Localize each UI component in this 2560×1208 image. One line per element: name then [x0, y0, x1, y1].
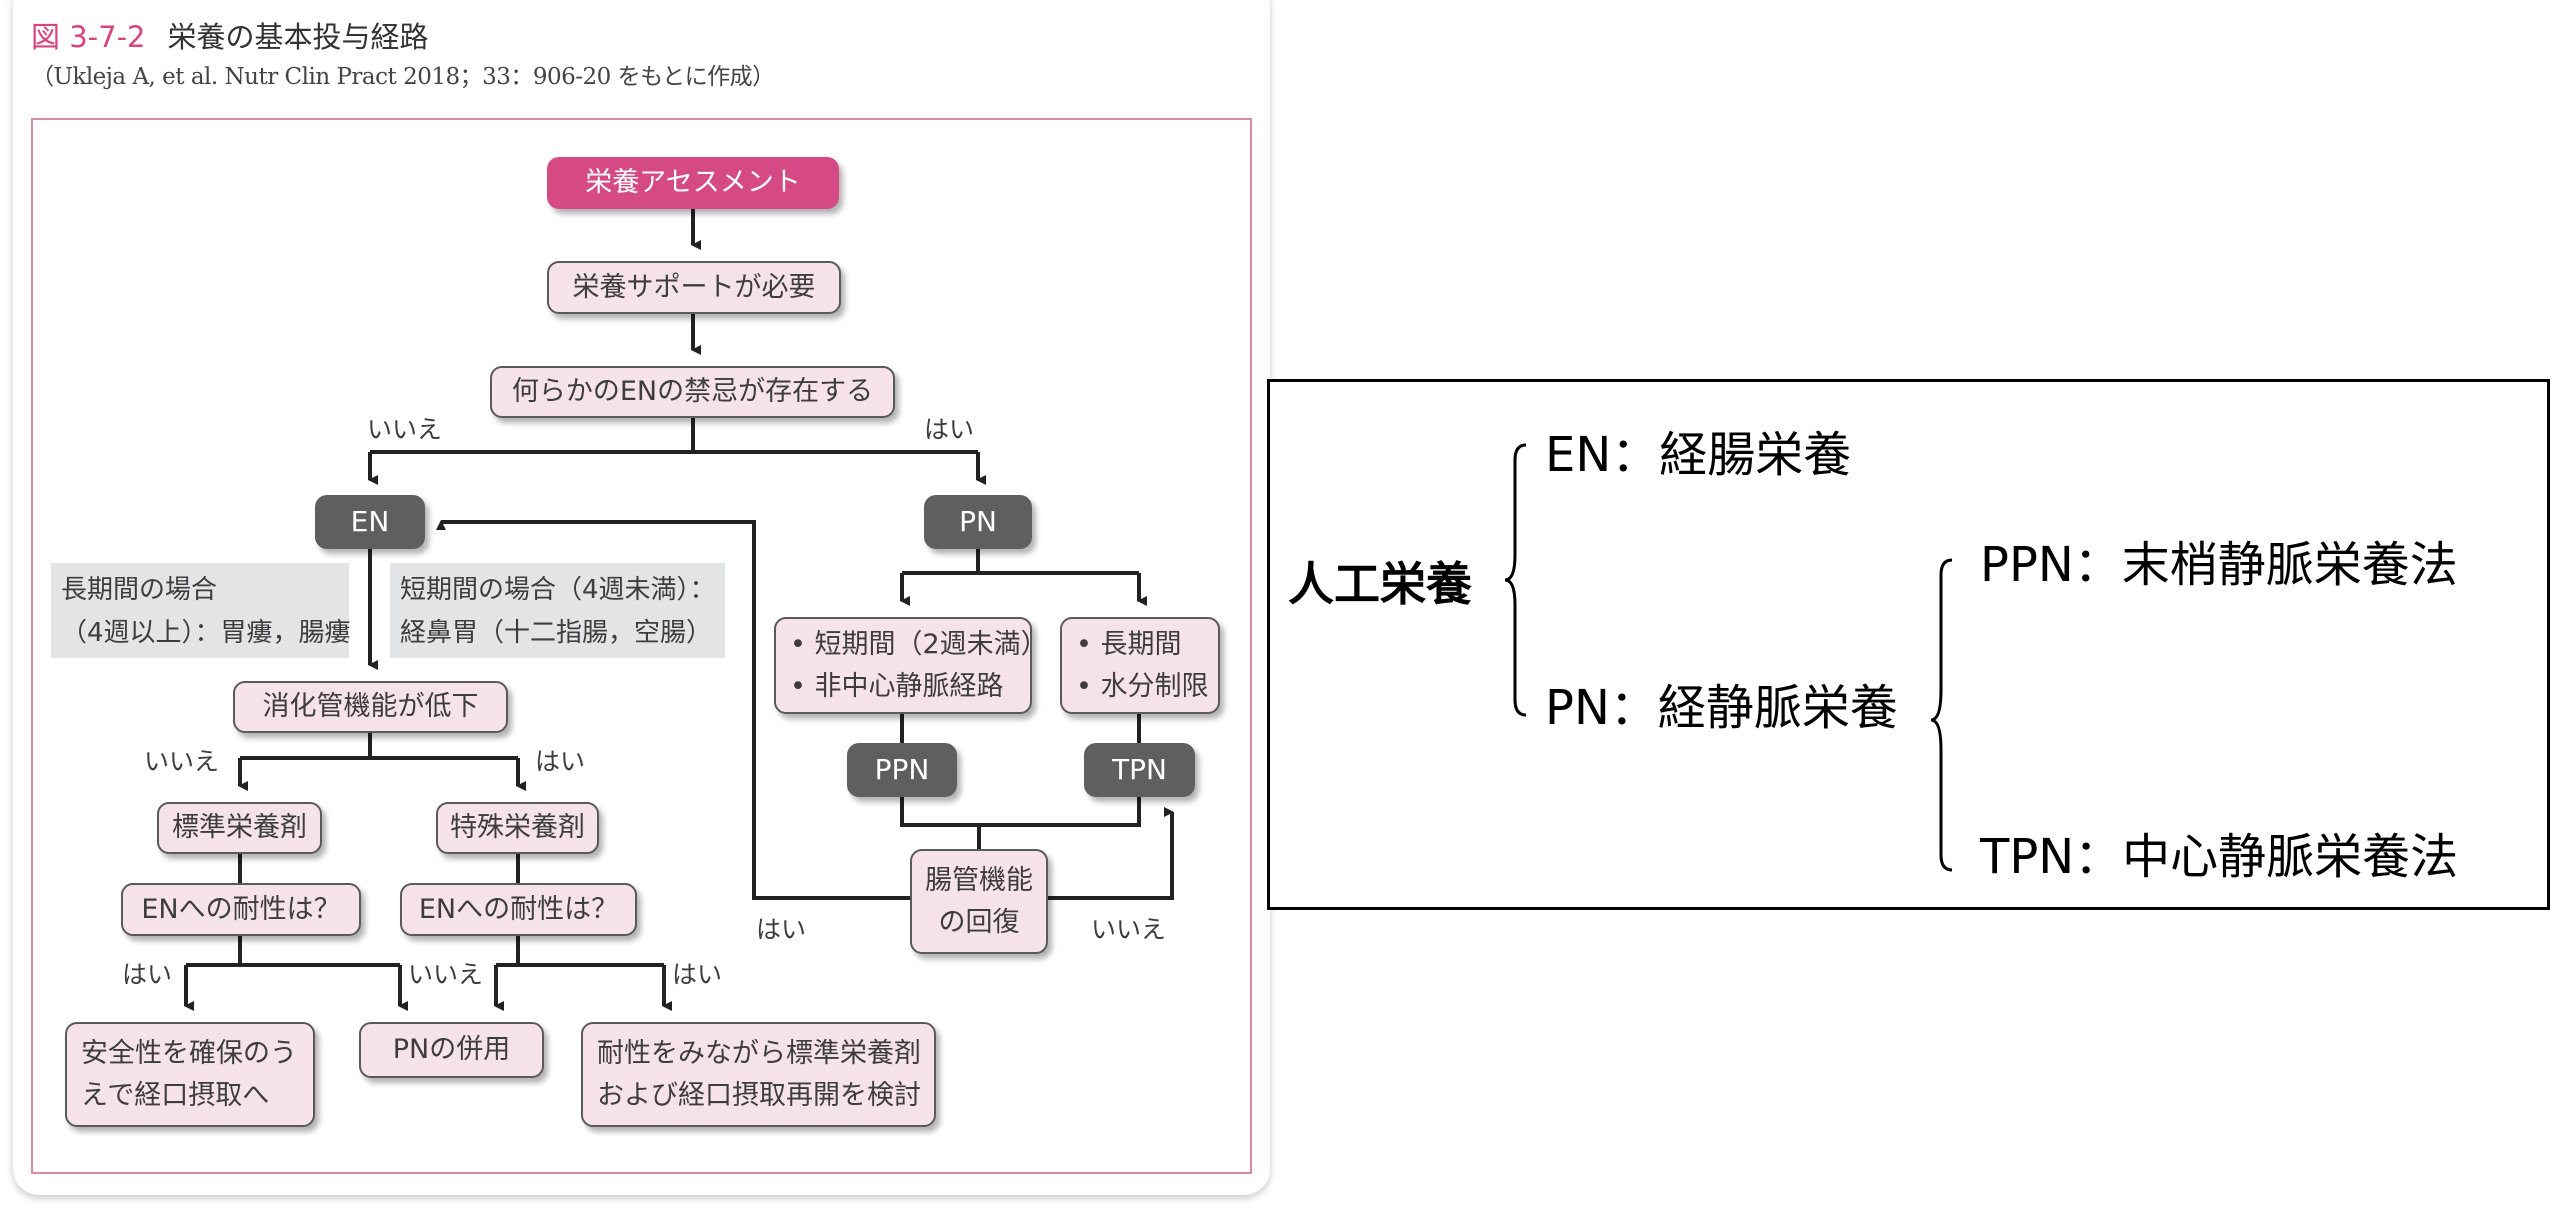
recovery-line2: の回復 [938, 906, 1020, 938]
ppn-criteria-line2: • 非中心静脈経路 [790, 670, 1004, 702]
note-long-term-access: 長期間の場合 （4週以上）：胃瘻，腸瘻 [51, 563, 351, 658]
note-long-term-line2: （4週以上）：胃瘻，腸瘻 [61, 617, 351, 648]
ppn-criteria-line1: • 短期間（2週未満） [790, 628, 1048, 660]
consider-line1: 耐性をみながら標準栄養剤 [597, 1037, 921, 1069]
classification-tpn: TPN：中心静脈栄養法 [1980, 829, 2459, 885]
node-en-tolerance-standard: ENへの耐性は？ [121, 883, 361, 936]
label-contra-yes: はい [924, 415, 975, 444]
oral-line2: えで経口摂取へ [81, 1079, 270, 1111]
tpn-criteria-line2: • 水分制限 [1076, 670, 1209, 702]
figure-source: （Ukleja A, et al. Nutr Clin Pract 2018；3… [31, 64, 775, 90]
label-tol-left-yes: はい [122, 960, 173, 989]
classification-pn: PN：経静脈栄養 [1545, 680, 1898, 736]
node-tpn: TPN [1084, 743, 1195, 797]
classification-en: EN：経腸栄養 [1545, 427, 1852, 483]
label-tol-right-yes: はい [672, 960, 723, 989]
label-gi-yes: はい [535, 747, 586, 776]
classification-panel [1267, 379, 2550, 910]
label-tol-right-no: いいえ [408, 960, 484, 989]
node-standard-formula: 標準栄養剤 [157, 802, 322, 854]
node-ppn-criteria: • 短期間（2週未満） • 非中心静脈経路 [774, 617, 1048, 714]
classification-ppn: PPN：末梢静脈栄養法 [1980, 537, 2458, 593]
node-oral-intake-safely: 安全性を確保のうえで経口摂取へ [65, 1022, 315, 1127]
label-gi-no: いいえ [144, 747, 220, 776]
recovery-line1: 腸管機能 [925, 864, 1033, 896]
node-en-tolerance-special: ENへの耐性は？ [400, 883, 637, 936]
note-short-term-access: 短期間の場合（4週未満）： 経鼻胃（十二指腸，空腸） [390, 563, 725, 658]
classification-root: 人工栄養 [1288, 557, 1472, 611]
note-short-term-line2: 経鼻胃（十二指腸，空腸） [400, 617, 713, 648]
node-pn-combined: PNの併用 [359, 1022, 544, 1078]
figure-title-text: 栄養の基本投与経路 [167, 20, 429, 54]
brace-pn [1930, 558, 1953, 872]
connector-tol-left-split [186, 936, 400, 967]
node-tpn-criteria: • 長期間 • 水分制限 [1060, 617, 1220, 714]
brace-root [1504, 443, 1527, 717]
figure-number: 図 3-7-2 [31, 20, 146, 54]
node-gut-function-recovery: 腸管機能の回復 [910, 849, 1048, 954]
label-recovery-yes: はい [756, 915, 807, 944]
note-long-term-line1: 長期間の場合 [61, 575, 218, 605]
node-pn: PN [924, 495, 1032, 549]
label-contra-no: いいえ [367, 415, 443, 444]
consider-line2: および経口摂取再開を検討 [597, 1079, 921, 1111]
figure-title: 図 3-7-2 栄養の基本投与経路 [31, 14, 429, 56]
label-recovery-no: いいえ [1091, 915, 1167, 944]
arrow-recovery-yes-to-en [436, 520, 910, 900]
node-ppn: PPN [847, 743, 957, 797]
node-en: EN [315, 495, 425, 549]
node-support-needed: 栄養サポートが必要 [547, 261, 841, 314]
connector-gi-split [240, 733, 518, 760]
flowchart-frame [31, 118, 1252, 1174]
connector-pn-split [902, 549, 1139, 575]
node-nutrition-assessment: 栄養アセスメント [547, 157, 839, 209]
connector-contra-split [370, 418, 978, 454]
node-consider-resume: 耐性をみながら標準栄養剤および経口摂取再開を検討 [581, 1022, 936, 1127]
arrow-recovery-no-to-tpn [1048, 807, 1174, 900]
connector-tol-right-split [496, 936, 664, 967]
connector-merge [900, 797, 1141, 849]
node-en-contraindication: 何らかのENの禁忌が存在する [490, 366, 895, 418]
node-special-formula: 特殊栄養剤 [436, 802, 599, 854]
tpn-criteria-line1: • 長期間 [1076, 628, 1182, 660]
oral-line1: 安全性を確保のう [81, 1037, 297, 1069]
note-short-term-line1: 短期間の場合（4週未満）： [400, 575, 716, 605]
node-gi-function-decline: 消化管機能が低下 [233, 681, 508, 733]
